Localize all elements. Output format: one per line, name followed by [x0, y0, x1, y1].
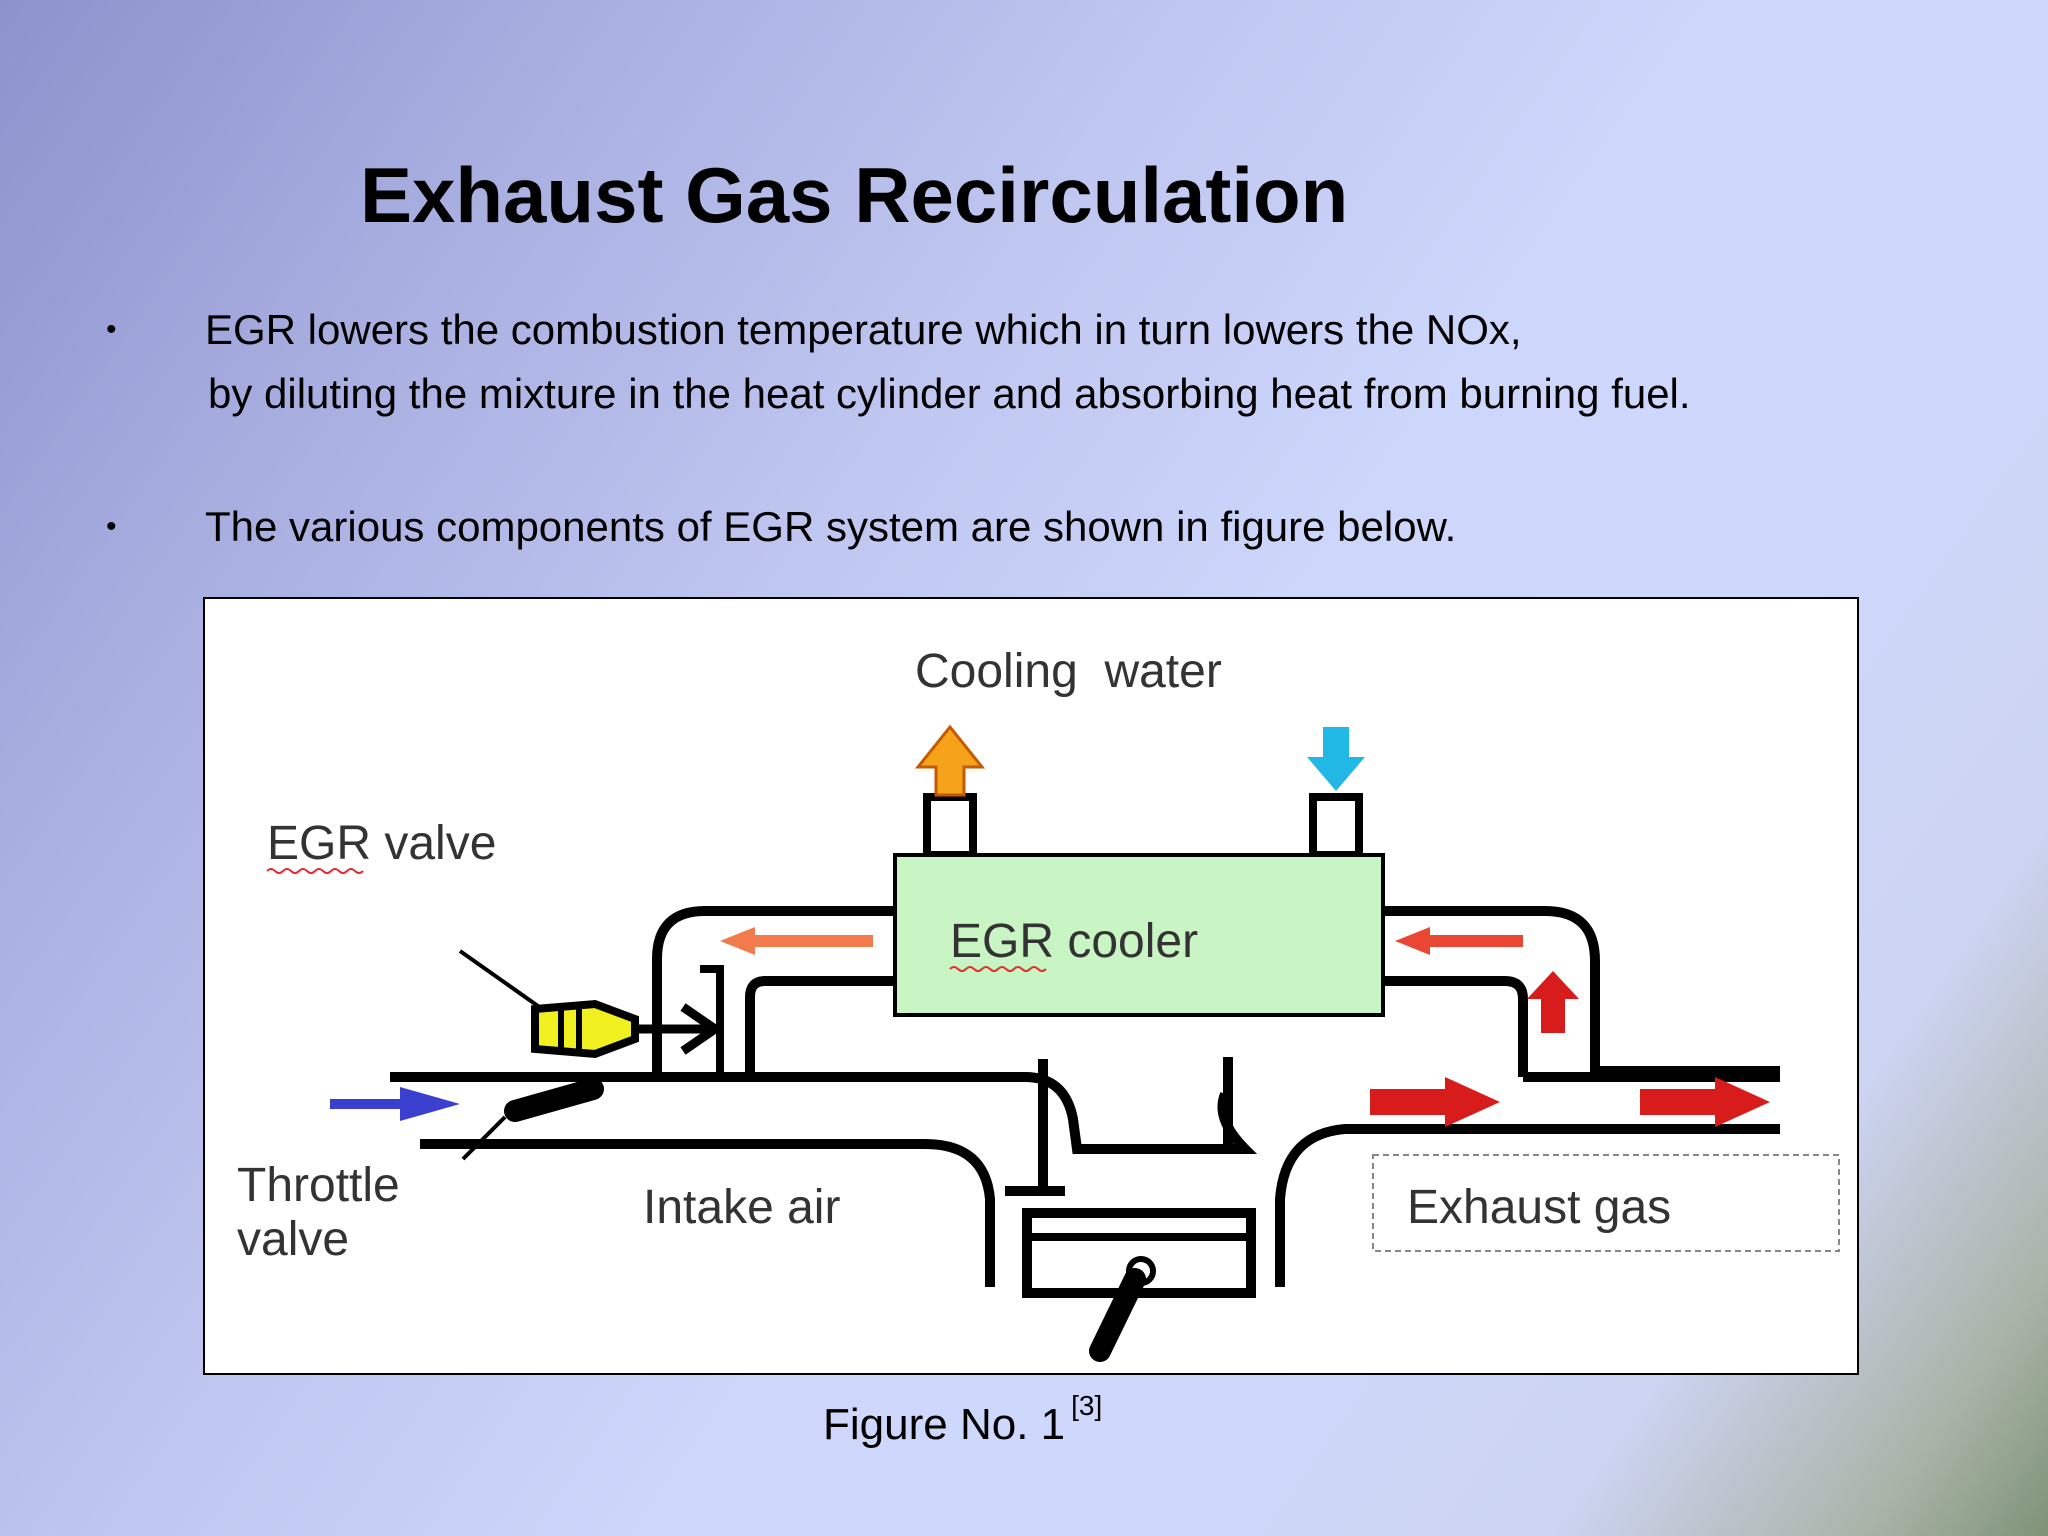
egr-pipe-top-right — [1383, 906, 1780, 1076]
intake-pipe-bottom — [420, 1139, 995, 1287]
bullet-marker: • — [106, 313, 117, 346]
cold-water-arrow — [1307, 727, 1365, 791]
egr-pipe-valve-stub — [700, 965, 724, 1077]
recirc-arrow-right — [1395, 927, 1523, 955]
hot-water-arrow — [914, 724, 986, 797]
label-throttle-valve-1: Throttle — [237, 1159, 400, 1212]
bullet-1-line-1: EGR lowers the combustion temperature wh… — [205, 306, 1522, 353]
exhaust-port — [1195, 1092, 1258, 1154]
egr-pipe-inner-left — [745, 976, 895, 1082]
intake-valve — [1005, 1059, 1065, 1196]
label-egr-valve: EGR valve — [267, 817, 496, 870]
exhaust-arrow-1 — [1370, 1077, 1500, 1127]
exhaust-pipe-bottom — [1275, 1124, 1780, 1287]
egr-pipe-inner-right — [1383, 976, 1528, 1077]
bullet-1-line-2: by diluting the mixture in the heat cyli… — [208, 370, 1691, 417]
recirc-arrow-up — [1527, 971, 1579, 1033]
throttle-valve-leader — [461, 1115, 507, 1161]
spellcheck-squiggle — [949, 966, 1047, 972]
connecting-rod — [1089, 1268, 1146, 1362]
throttle-valve-plate — [504, 1078, 604, 1122]
cooling-pipe-out — [923, 793, 977, 859]
intake-pipe-mid — [750, 1072, 1195, 1154]
intake-air-arrow — [330, 1087, 460, 1121]
egr-cooler-box — [893, 853, 1385, 1017]
egr-valve-leader — [458, 949, 547, 1013]
spellcheck-squiggle — [266, 868, 364, 874]
egr-valve-stem-arrow — [635, 1003, 723, 1055]
bullet-2-line-1: The various components of EGR system are… — [205, 503, 1457, 550]
egr-diagram-svg: Cooling water EGR valve EGR cooler Throt… — [237, 645, 1840, 1362]
bullet-marker: • — [106, 510, 117, 543]
figure-caption-reference: [3] — [1071, 1390, 1103, 1421]
exhaust-gas-label-box — [1372, 1154, 1840, 1252]
label-egr-cooler: EGR cooler — [950, 915, 1198, 968]
figure-caption: Figure No. 1[3] — [823, 1390, 1102, 1450]
recirc-arrow-left — [720, 927, 873, 955]
egr-diagram: Cooling water EGR valve EGR cooler Throt… — [203, 597, 1859, 1375]
cooling-pipe-in — [1309, 793, 1363, 859]
figure-caption-text: Figure No. 1 — [823, 1400, 1066, 1449]
slide-title: Exhaust Gas Recirculation — [360, 151, 1349, 239]
egr-valve-body — [531, 999, 639, 1059]
exhaust-arrow-2 — [1640, 1077, 1770, 1127]
label-intake-air: Intake air — [643, 1181, 840, 1234]
label-exhaust-gas: Exhaust gas — [1407, 1181, 1671, 1234]
egr-pipe-top-left — [652, 906, 895, 1079]
label-throttle-valve-2: valve — [237, 1213, 349, 1266]
label-cooling-water: Cooling water — [915, 645, 1222, 698]
